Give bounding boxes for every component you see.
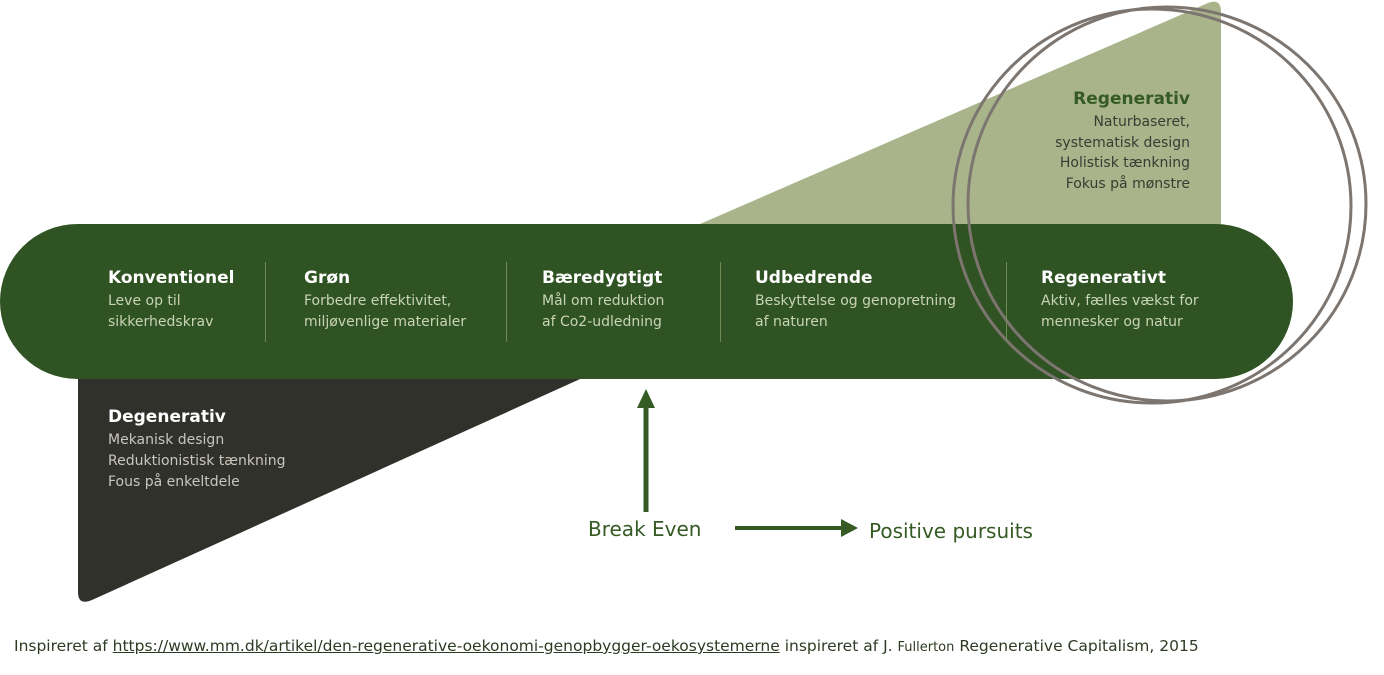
degenerativ-line: Fous på enkeltdele: [108, 474, 240, 490]
regenerativ-line: Fokus på mønstre: [1065, 175, 1190, 192]
stage-line: Mål om reduktion: [542, 293, 665, 309]
regenerativ-zone-text: Regenerativ Naturbaseret, systematisk de…: [1055, 89, 1190, 194]
regenerativ-triangle: [700, 1, 1221, 233]
stage-divider: [265, 262, 266, 342]
stage-baeredygtigt: Bæredygtigt Mål om reduktion af Co2-udle…: [542, 268, 664, 333]
source-link[interactable]: https://www.mm.dk/artikel/den-regenerati…: [112, 637, 780, 655]
regenerativ-title: Regenerativ: [1073, 89, 1190, 109]
stage-line: Forbedre effektivitet,: [304, 293, 452, 309]
stage-line: Leve op til: [108, 293, 181, 309]
positive-arrow: [735, 519, 858, 537]
stage-divider: [506, 262, 507, 342]
stage-divider: [720, 262, 721, 342]
regenerativ-line: Holistisk tænkning: [1059, 155, 1190, 171]
degenerativ-line: Reduktionistisk tænkning: [108, 453, 286, 469]
stage-line: mennesker og natur: [1041, 314, 1183, 330]
stage-title: Konventionel: [108, 268, 235, 288]
stage-line: miljøvenlige materialer: [304, 314, 467, 330]
attribution-prefix: Inspireret af: [14, 637, 113, 655]
stage-title: Bæredygtigt: [542, 268, 663, 288]
positive-pursuits-label: Positive pursuits: [869, 519, 1033, 543]
break-even-label: Break Even: [588, 517, 702, 541]
stage-line: af Co2-udledning: [542, 314, 662, 330]
stage-gron: Grøn Forbedre effektivitet, miljøvenlige…: [304, 268, 466, 333]
attribution-author: Fullerton: [897, 640, 955, 655]
degenerativ-line: Mekanisk design: [108, 432, 225, 448]
stage-line: Beskyttelse og genopretning: [755, 293, 957, 309]
stage-line: sikkerhedskrav: [108, 314, 214, 330]
stage-title: Udbedrende: [755, 268, 873, 288]
stage-regenerativt: Regenerativt Aktiv, fælles vækst for men…: [1041, 268, 1199, 333]
regenerativ-line: systematisk design: [1055, 134, 1190, 151]
regenerative-circles: [951, 5, 1368, 405]
stage-line: af naturen: [755, 314, 828, 330]
stage-udbedrende: Udbedrende Beskyttelse og genopretning a…: [755, 268, 956, 333]
stage-konventionel: Konventionel Leve op til sikkerhedskrav: [108, 268, 234, 333]
degenerativ-title: Degenerativ: [108, 407, 226, 427]
regenerativ-line: Naturbaseret,: [1093, 114, 1190, 130]
stages-band: [0, 224, 1293, 379]
attribution-middle: inspireret af J.: [779, 637, 898, 655]
stage-divider: [1006, 262, 1007, 342]
stage-title: Regenerativt: [1041, 268, 1166, 288]
degenerativ-triangle: [78, 370, 600, 602]
stage-title: Grøn: [304, 268, 351, 288]
attribution-suffix: Regenerative Capitalism, 2015: [954, 637, 1199, 655]
break-even-arrow: [637, 389, 655, 512]
degenerativ-zone-text: Degenerativ Mekanisk design Reduktionist…: [108, 407, 286, 493]
source-attribution: Inspireret af https://www.mm.dk/artikel/…: [14, 637, 1199, 655]
stage-line: Aktiv, fælles vækst for: [1041, 293, 1199, 309]
